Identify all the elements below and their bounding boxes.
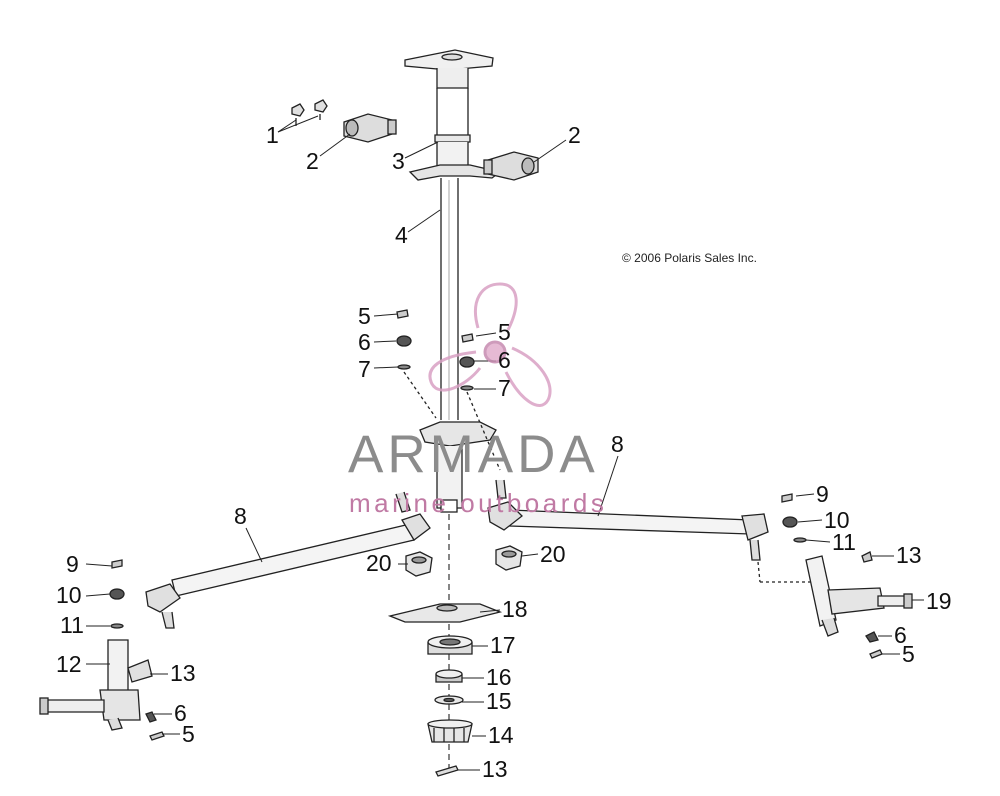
hardware-stack-right: [459, 333, 501, 471]
callout-6-center: 6: [498, 347, 511, 373]
callout-1: 1: [266, 122, 279, 148]
steering-shaft: [440, 178, 459, 420]
callout-9-left: 9: [66, 551, 79, 577]
callout-13-right: 13: [896, 542, 922, 568]
lower-plate: [387, 603, 503, 623]
tie-rod-right: [487, 479, 820, 583]
column-bracket: [408, 164, 502, 181]
tie-rod-left: [145, 491, 431, 629]
callout-18: 18: [502, 596, 528, 622]
callout-11-left: 11: [60, 612, 84, 638]
callout-20-right: 20: [540, 541, 566, 567]
callout-7-center: 7: [498, 375, 511, 401]
callout-5-left: 5: [358, 303, 371, 329]
hardware-stack-left: [396, 309, 437, 419]
cotter-pin-bottom: [435, 765, 459, 777]
callout-20-left: 20: [366, 550, 392, 576]
callout-2-left: 2: [306, 148, 319, 174]
bolt-pair: [291, 99, 328, 126]
propeller-icon: [428, 282, 552, 407]
lock-nut-left: [405, 551, 433, 577]
callout-17: 17: [490, 632, 516, 658]
watermark-tagline: marine outboards: [349, 488, 608, 518]
callout-8-right: 8: [611, 431, 624, 457]
castle-nut: [427, 719, 473, 743]
callout-4: 4: [395, 222, 408, 248]
callout-10-left: 10: [56, 582, 82, 608]
callout-5-center: 5: [498, 319, 511, 345]
callout-5-right: 5: [902, 641, 915, 667]
callout-13-bottom: 13: [482, 756, 508, 782]
pitman-arm: [419, 421, 497, 513]
callout-19: 19: [926, 588, 952, 614]
u-joint-left: [343, 113, 397, 143]
callout-3: 3: [392, 148, 405, 174]
callout-2-right: 2: [568, 122, 581, 148]
column-top-plate: [404, 49, 494, 89]
leader-lines: [85, 115, 924, 771]
callout-6-right: 6: [894, 622, 907, 648]
callout-12: 12: [56, 651, 82, 677]
upper-column-tube: [434, 88, 471, 169]
spindle-right: [781, 493, 913, 659]
callout-16: 16: [486, 664, 512, 690]
callout-6-left-lower: 6: [174, 700, 187, 726]
bearing: [427, 635, 473, 655]
watermark-brand: ARMADA: [348, 425, 599, 484]
u-joint-right: [483, 151, 539, 181]
bushing: [435, 669, 463, 683]
callout-15: 15: [486, 688, 512, 714]
callout-14: 14: [488, 722, 514, 748]
callout-6-left: 6: [358, 329, 371, 355]
callout-9-right: 9: [816, 481, 829, 507]
callout-5-left-lower: 5: [182, 721, 195, 747]
callout-13-left: 13: [170, 660, 196, 686]
callout-7-left: 7: [358, 356, 371, 382]
callout-11-right: 11: [832, 529, 856, 555]
callout-10-right: 10: [824, 507, 850, 533]
lock-nut-right: [495, 545, 523, 571]
copyright-notice: © 2006 Polaris Sales Inc.: [622, 251, 757, 265]
callout-8-left: 8: [234, 503, 247, 529]
spindle-left: [39, 559, 165, 741]
washer: [434, 695, 464, 705]
